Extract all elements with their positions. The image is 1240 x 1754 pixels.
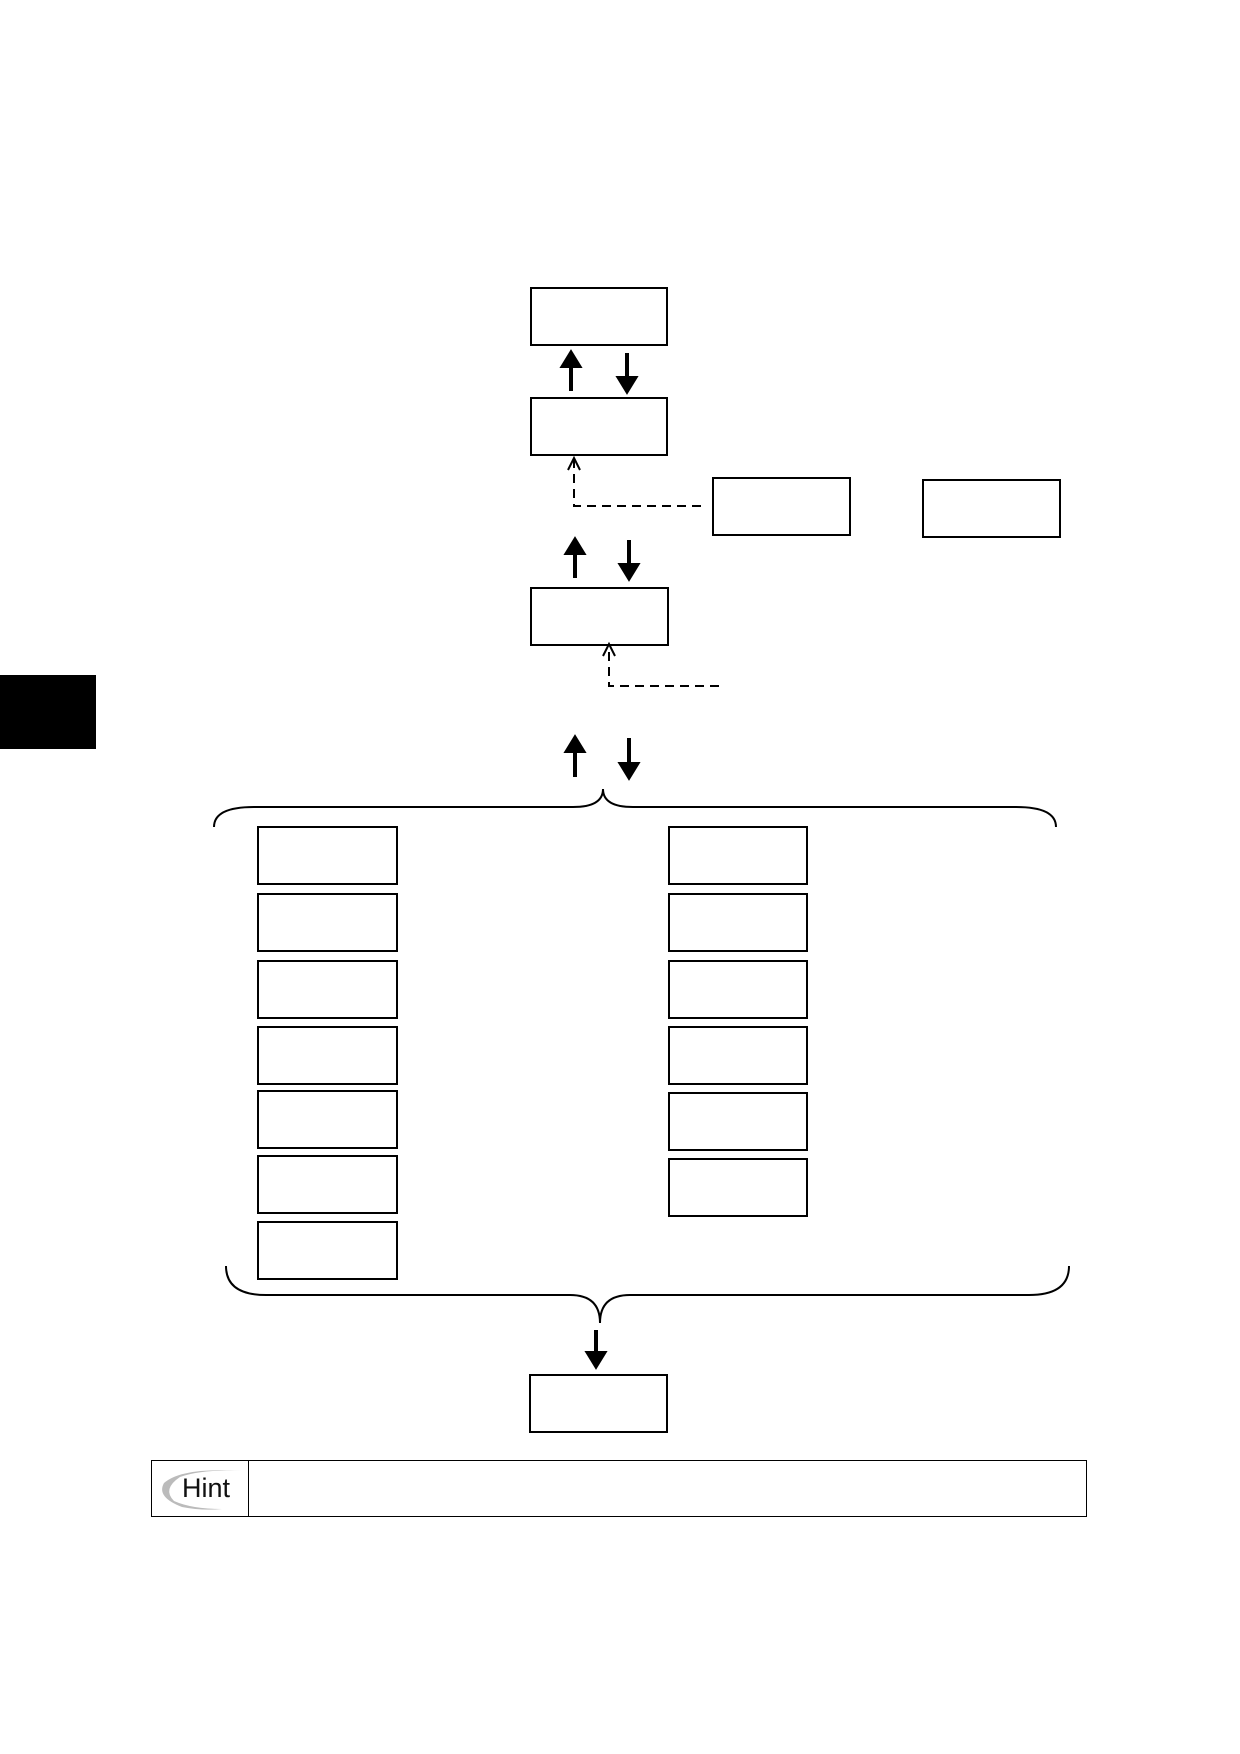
box-second — [530, 397, 668, 456]
hint-icon: Hint — [152, 1461, 249, 1516]
box-bottom — [529, 1374, 668, 1433]
box-right-2 — [668, 893, 808, 952]
dashed-connector-1 — [573, 458, 701, 507]
right-column-boxes — [668, 826, 808, 1217]
box-side-b — [922, 479, 1061, 538]
brace-bottom — [225, 1265, 1070, 1324]
dashed-connector-2 — [608, 644, 719, 687]
box-left-1 — [257, 826, 398, 885]
box-right-6 — [668, 1158, 808, 1217]
brace-top — [213, 788, 1057, 828]
hint-box: Hint — [151, 1460, 1087, 1517]
hint-label: Hint — [182, 1473, 231, 1503]
box-left-4 — [257, 1026, 398, 1085]
dashed-arrowhead-1 — [567, 455, 581, 471]
box-left-6 — [257, 1155, 398, 1214]
box-left-2 — [257, 893, 398, 952]
dashed-arrowhead-2 — [602, 641, 616, 657]
box-side-a — [712, 477, 851, 536]
box-left-3 — [257, 960, 398, 1019]
box-left-5 — [257, 1090, 398, 1149]
box-right-1 — [668, 826, 808, 885]
box-right-4 — [668, 1026, 808, 1085]
box-third — [530, 587, 669, 646]
left-column-boxes — [257, 826, 398, 1280]
box-right-3 — [668, 960, 808, 1019]
box-top — [530, 287, 668, 346]
box-left-7 — [257, 1221, 398, 1280]
chapter-tab — [0, 675, 96, 749]
box-right-5 — [668, 1092, 808, 1151]
